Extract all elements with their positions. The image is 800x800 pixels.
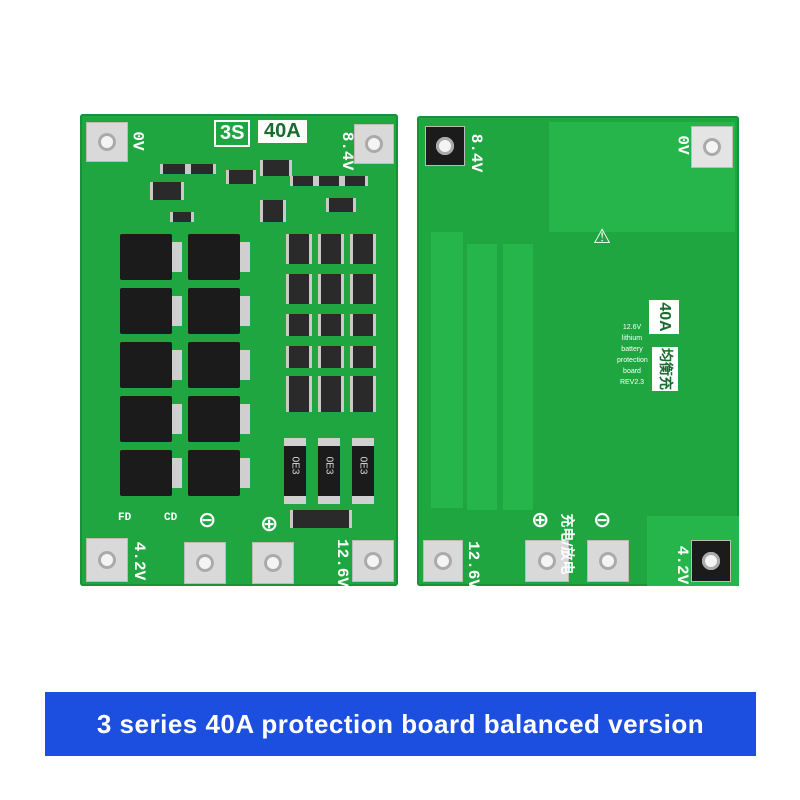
smd-resistor bbox=[286, 274, 312, 304]
back-pcb-board: 8.4V 0V 12.6V 4.2V 充电/放电 ⊕ ⊖ ⚠ 40A 均衡充 1… bbox=[417, 116, 739, 590]
label-4-2v: 4.2V bbox=[673, 545, 692, 585]
smd-transistor bbox=[260, 200, 286, 222]
copper-strip bbox=[467, 244, 497, 510]
smd-resistor bbox=[286, 234, 312, 264]
pad-minus bbox=[184, 542, 226, 584]
smd-resistor bbox=[286, 346, 312, 368]
label-fd: FD bbox=[118, 512, 132, 524]
warning-icon: ⚠ bbox=[593, 224, 611, 248]
minus-symbol: ⊖ bbox=[198, 508, 217, 533]
mosfet bbox=[188, 342, 250, 388]
pad-8-4v bbox=[354, 124, 394, 164]
smd-resistor bbox=[350, 314, 376, 336]
label-4-2v: 4.2V bbox=[130, 541, 149, 581]
smd-resistor bbox=[350, 376, 376, 412]
smd-resistor bbox=[286, 314, 312, 336]
label-charge-discharge: 充电/放电 bbox=[558, 513, 575, 575]
pad-plus bbox=[252, 542, 294, 584]
mosfet bbox=[188, 396, 250, 442]
smd-resistor bbox=[188, 164, 216, 174]
smd-resistor bbox=[286, 376, 312, 412]
pad-12-6v bbox=[423, 540, 463, 582]
smd-resistor bbox=[318, 314, 344, 336]
front-pcb-board: 3S 40A 0V 8.4V 4.2V 12.6V FD CD ⊖ ⊕ 0E3 … bbox=[80, 114, 398, 588]
spec-40a: 40A bbox=[649, 300, 679, 334]
label-0v: 0V bbox=[673, 135, 692, 155]
mosfet bbox=[188, 234, 250, 280]
pad-0v bbox=[691, 126, 733, 168]
title-3s: 3S bbox=[214, 120, 251, 147]
smd-resistor bbox=[350, 234, 376, 264]
pad-minus bbox=[587, 540, 629, 582]
smd-resistor bbox=[316, 176, 342, 186]
smd-chip bbox=[226, 170, 256, 184]
copper-strip bbox=[431, 232, 463, 508]
plus-symbol: ⊕ bbox=[531, 508, 550, 533]
pad-4-2v bbox=[86, 538, 128, 582]
pad-0v bbox=[86, 122, 128, 162]
shunt-resistor: 0E3 bbox=[284, 438, 306, 504]
copper-strip bbox=[503, 244, 533, 510]
banner-text: 3 series 40A protection board balanced v… bbox=[96, 708, 705, 739]
smd-chip bbox=[150, 182, 184, 200]
smd-resistor bbox=[290, 176, 316, 186]
label-cd: CD bbox=[164, 512, 178, 524]
plus-symbol: ⊕ bbox=[260, 512, 279, 537]
mosfet bbox=[120, 450, 182, 496]
mosfet bbox=[120, 396, 182, 442]
smd-resistor bbox=[350, 346, 376, 368]
pad-4-2v bbox=[691, 540, 731, 582]
smd-resistor bbox=[318, 346, 344, 368]
minus-symbol: ⊖ bbox=[593, 508, 612, 533]
spec-balance: 均衡充 bbox=[652, 347, 678, 391]
shunt-resistor: 0E3 bbox=[318, 438, 340, 504]
mosfet bbox=[120, 342, 182, 388]
smd-resistor bbox=[318, 234, 344, 264]
smd-resistor bbox=[318, 376, 344, 412]
label-12-6v: 12.6V bbox=[464, 540, 483, 590]
mosfet bbox=[120, 234, 182, 280]
smd-resistor bbox=[160, 164, 188, 174]
mosfet bbox=[188, 288, 250, 334]
pad-8-4v bbox=[425, 126, 465, 166]
smd-resistor bbox=[342, 176, 368, 186]
title-40a: 40A bbox=[258, 120, 307, 143]
smd-chip bbox=[326, 198, 356, 212]
label-12-6v: 12.6V bbox=[333, 538, 352, 588]
caption-banner: 3 series 40A protection board balanced v… bbox=[45, 692, 756, 756]
pad-12-6v bbox=[352, 540, 394, 582]
smd-resistor bbox=[350, 274, 376, 304]
smd-chip bbox=[260, 160, 292, 176]
smd-diode bbox=[290, 510, 352, 528]
mosfet bbox=[188, 450, 250, 496]
smd-resistor bbox=[318, 274, 344, 304]
mosfet bbox=[120, 288, 182, 334]
label-8-4v: 8.4V bbox=[467, 133, 486, 173]
smd-resistor bbox=[170, 212, 194, 222]
label-8-4v: 8.4V bbox=[338, 131, 357, 171]
shunt-resistor: 0E3 bbox=[352, 438, 374, 504]
label-0v: 0V bbox=[128, 131, 147, 151]
pad-plus bbox=[525, 540, 569, 582]
spec-text-block: 12.6V lithium battery protection board R… bbox=[617, 324, 648, 386]
